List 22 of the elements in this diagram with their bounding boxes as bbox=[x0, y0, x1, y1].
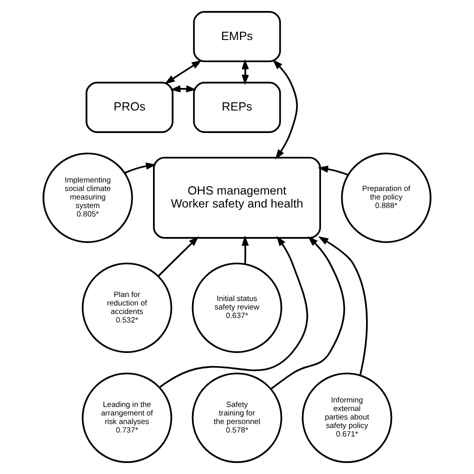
node-box: EMPs bbox=[193, 11, 281, 62]
node-circle: Implementing social climate measuring system 0.805* bbox=[42, 152, 133, 243]
node-circle: Leading in the arrangement of risk analyses 0.737* bbox=[82, 372, 172, 463]
arrow bbox=[159, 236, 308, 388]
arrow bbox=[318, 166, 348, 176]
node-circle: Plan for reduction of accidents 0.532* bbox=[82, 262, 172, 353]
arrow bbox=[272, 60, 298, 160]
node-box: OHS management Worker safety and health bbox=[153, 156, 321, 239]
arrow bbox=[164, 60, 202, 84]
arrow bbox=[270, 236, 346, 390]
arrow bbox=[318, 236, 368, 376]
node-circle: Informing external parties about safety policy 0.671* bbox=[302, 372, 392, 463]
arrow bbox=[170, 85, 196, 92]
arrow bbox=[158, 236, 199, 277]
arrow bbox=[242, 59, 249, 86]
node-circle: Preparation of the policy 0.888* bbox=[341, 152, 432, 243]
arrow bbox=[124, 162, 156, 174]
node-box: PROs bbox=[86, 82, 174, 133]
arrow bbox=[242, 235, 249, 264]
node-circle: Safety training for the personnel 0.578* bbox=[192, 372, 282, 463]
node-box: REPs bbox=[193, 82, 281, 133]
node-circle: Initial status safety review 0.637* bbox=[192, 262, 282, 353]
